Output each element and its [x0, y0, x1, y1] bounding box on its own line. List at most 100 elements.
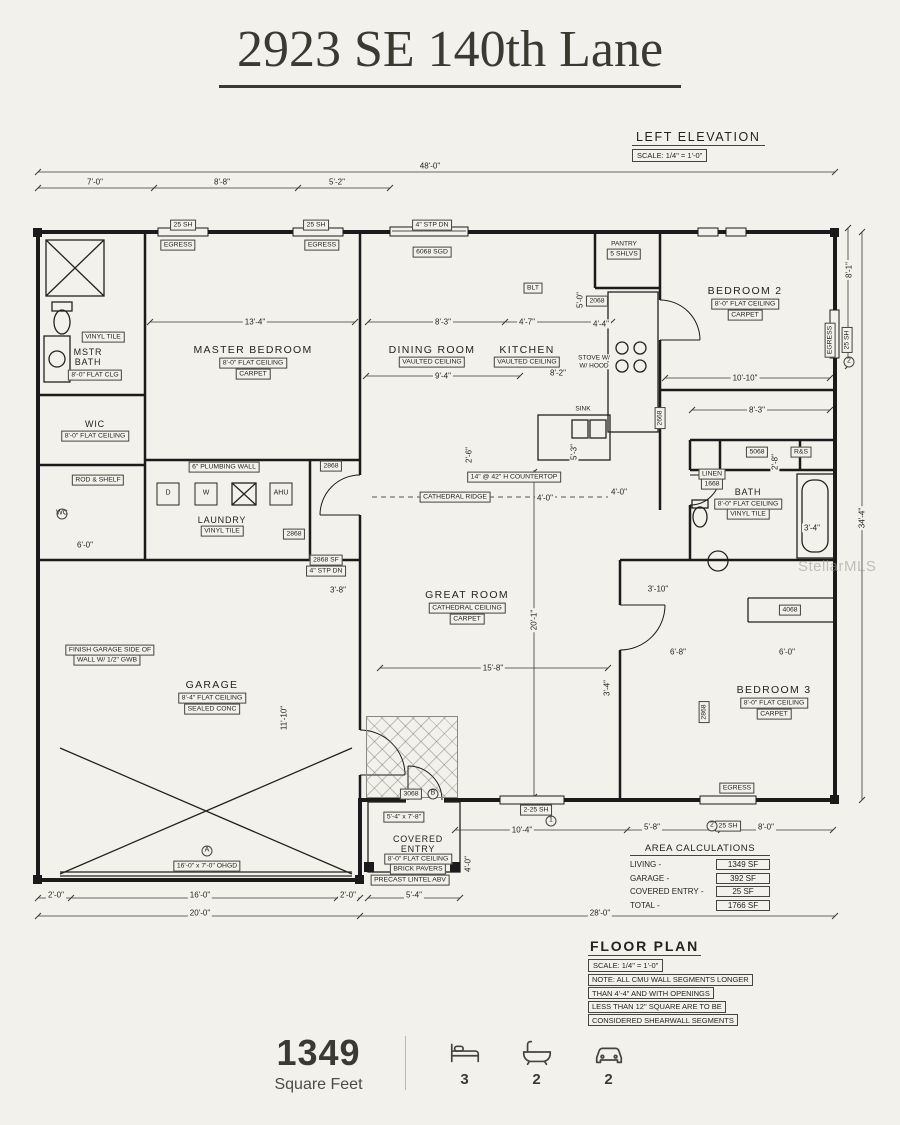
area-row-covered-entry: COVERED ENTRY - 25 SF	[630, 886, 770, 897]
floor-plan-heading: FLOOR PLAN	[588, 938, 701, 956]
plan-label: 2868	[319, 460, 343, 472]
area-row-living: LIVING - 1349 SF	[630, 859, 770, 870]
floor-plan-note-line: LESS THAN 12" SQUARE ARE TO BE	[588, 1000, 726, 1013]
window	[699, 795, 757, 805]
plan-label: 4" STP DN	[412, 219, 452, 231]
sink-bowl	[589, 419, 607, 439]
plan-label: CARPET	[449, 613, 485, 625]
plan-label: 3'-4"	[602, 678, 612, 698]
plan-label: 3'-4"	[802, 523, 822, 533]
page-title: 2923 SE 140th Lane	[218, 20, 682, 88]
plan-label: CATHEDRAL CEILING	[428, 602, 506, 614]
plan-label: VINYL TILE	[81, 331, 125, 343]
plan-label: BRICK PAVERS	[389, 863, 447, 875]
area-row-label: TOTAL -	[630, 900, 660, 910]
plan-label: 5'-8"	[642, 822, 662, 832]
garage-door-panel	[60, 871, 352, 877]
plan-label: BATH	[74, 356, 102, 367]
area-row-garage: GARAGE - 392 SF	[630, 872, 770, 884]
plan-label: W/ HOOD	[578, 362, 610, 370]
door-swings	[319, 299, 721, 801]
plan-label: WALL W/ 1/2" GWB	[73, 654, 141, 666]
plan-label: 1668	[700, 478, 724, 490]
plan-label: 2'-8"	[770, 452, 780, 472]
plan-label: EGRESS	[160, 239, 196, 251]
plan-label: 4" STP DN	[306, 565, 346, 577]
plan-label: AHU	[269, 482, 293, 506]
plan-label: 4'-0"	[609, 487, 629, 497]
garage-stat: 2	[592, 1038, 626, 1088]
stats-row: 3 2 2	[448, 1038, 626, 1088]
plan-label: 8'-3"	[433, 317, 453, 327]
left-elevation-heading: LEFT ELEVATION	[632, 130, 765, 146]
plan-label: W	[194, 482, 218, 506]
dimension-ticks	[34, 168, 866, 920]
area-row-total: TOTAL - 1766 SF	[630, 899, 770, 911]
area-row-label: COVERED ENTRY -	[630, 887, 704, 896]
plan-label: 25 SH	[715, 820, 741, 832]
plan-label: 2668	[654, 406, 666, 430]
summary-footer: 1349 Square Feet 3 2	[0, 1032, 900, 1094]
plan-label: 1	[545, 815, 557, 827]
plan-label: WC	[56, 508, 68, 520]
area-row-label: LIVING -	[630, 860, 662, 869]
plan-label: 20'-1"	[529, 607, 539, 633]
area-row-label: GARAGE -	[630, 873, 670, 883]
plan-label: EGRESS	[719, 782, 755, 794]
plan-label: 2868	[698, 700, 710, 724]
post-marker	[830, 228, 839, 237]
plan-label: 2068	[585, 295, 609, 307]
page-title-wrap: 2923 SE 140th Lane	[0, 20, 900, 88]
plan-label: 16'-0" x 7'-0" OHGD	[173, 860, 241, 872]
bath-icon	[522, 1040, 551, 1066]
post-marker	[33, 228, 42, 237]
floor-plan-title-block: FLOOR PLAN SCALE: 1/4" = 1'-0" NOTE: ALL…	[588, 938, 753, 1026]
plan-label: VAULTED CEILING	[398, 356, 466, 368]
plan-label: 5'-4" x 7'-8"	[383, 811, 425, 823]
post-marker	[830, 795, 839, 804]
square-feet-value: 1349	[276, 1032, 361, 1073]
plan-label: CARPET	[235, 368, 271, 380]
plan-label: 8'-0"	[756, 822, 776, 832]
plan-label: VAULTED CEILING	[493, 356, 561, 368]
plan-label: 15'-8"	[480, 663, 506, 673]
bed-icon	[450, 1043, 479, 1063]
plan-label: 25 SH	[170, 219, 196, 231]
car-icon	[595, 1047, 622, 1064]
plan-label: CARPET	[756, 708, 792, 720]
plan-label: A	[201, 845, 213, 857]
plan-label: 16'-0"	[187, 890, 213, 900]
plan-label: 2'-0"	[46, 890, 66, 900]
plan-label: 10'-10"	[730, 373, 760, 383]
plan-label: 3'-8"	[328, 585, 348, 595]
plan-label: 28'-0"	[587, 908, 613, 918]
plan-label: CATHEDRAL RIDGE	[419, 491, 491, 503]
toilet-bowl	[53, 309, 71, 335]
baths-count: 2	[532, 1071, 541, 1088]
plan-label: 8'-0" FLAT CEILING	[711, 298, 779, 310]
plan-label: 4'-7"	[517, 317, 537, 327]
plan-label: 11'-10"	[279, 703, 289, 733]
plan-label: 25 SH	[841, 327, 853, 353]
plan-label: 14" @ 42" H COUNTERTOP	[467, 471, 561, 483]
plan-label: 2-25 SH	[520, 804, 552, 816]
plan-label: 5'-0"	[575, 290, 585, 310]
plan-label: 4'-4"	[591, 319, 611, 329]
plan-label: 2'-0"	[338, 890, 358, 900]
kitchen-counter	[607, 291, 659, 433]
sink-bowl	[571, 419, 589, 439]
window	[725, 227, 747, 237]
plan-label: B	[427, 788, 439, 800]
floor-plan-note-line: CONSIDERED SHEARWALL SEGMENTS	[588, 1014, 738, 1026]
bathtub-inner	[801, 479, 829, 553]
square-feet-block: 1349 Square Feet	[274, 1032, 362, 1094]
laundry-tub-cross	[231, 482, 257, 506]
vanity-sink	[48, 350, 66, 368]
plan-label: 8'-4" FLAT CEILING	[178, 692, 246, 704]
plan-label: MSTR	[73, 346, 103, 357]
toilet-bowl	[692, 506, 708, 528]
plan-label: 5'-2"	[327, 177, 347, 187]
plan-label: 8'-0" FLAT CEILING	[61, 430, 129, 442]
plan-label: 4068	[778, 604, 802, 616]
